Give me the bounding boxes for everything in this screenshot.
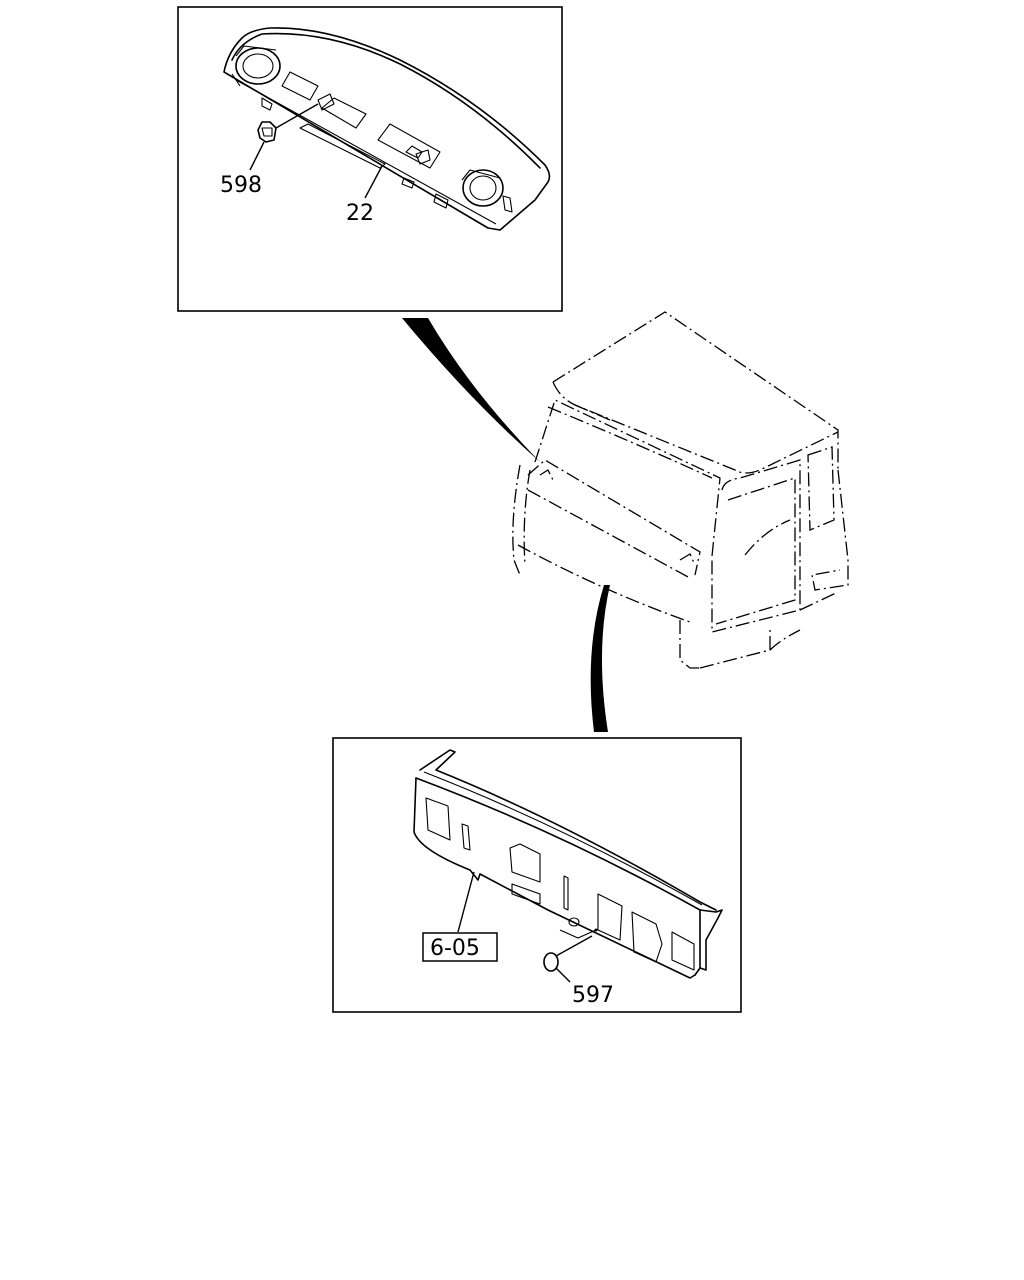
right-lamp [461,169,513,213]
pointer-lower [590,585,610,732]
reference-label-6-05: 6-05 [430,936,480,961]
pointer-upper [402,318,540,462]
header-panel-detail [223,27,551,231]
truck-cab-illustration [512,311,849,669]
clip-part-598 [249,103,319,171]
leader-6-05 [457,871,475,933]
left-lamp [235,45,281,85]
detail-frame-lower [332,737,742,1013]
reference-box-6-05 [422,932,498,962]
callout-598: 598 [220,173,262,198]
callout-597: 597 [572,983,614,1008]
grommet-part-597 [543,935,593,983]
callout-22: 22 [346,201,374,226]
leader-22 [364,165,383,199]
front-panel-detail [413,749,723,979]
